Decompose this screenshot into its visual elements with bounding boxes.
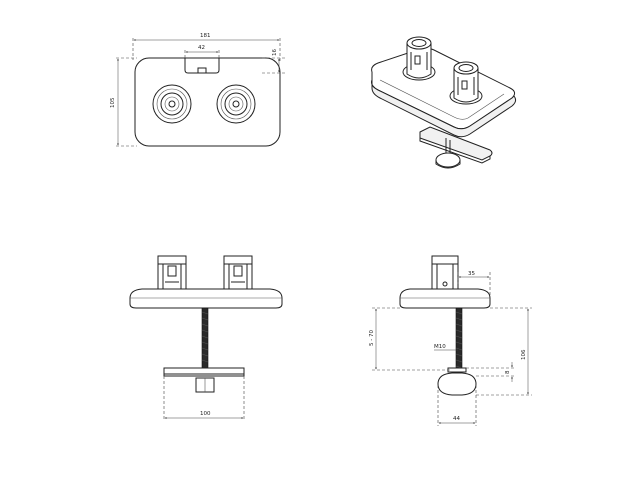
- iso-base-plate-side: [371, 79, 517, 138]
- side-knob: [437, 372, 477, 396]
- clamp-width-dimension: 100: [200, 411, 211, 417]
- iso-left-post: [402, 36, 436, 81]
- width-dimension: 181: [200, 33, 211, 39]
- front-left-post: [157, 255, 187, 290]
- height-dimension: 105: [110, 97, 116, 108]
- top-view: 181 42 16 105: [110, 33, 285, 147]
- top-offset-dimension: 35: [468, 271, 475, 277]
- total-height-dimension: 106: [521, 349, 527, 360]
- isometric-view: [371, 36, 517, 169]
- knob-gap-dimension: 8: [505, 370, 511, 374]
- iso-clamp-bar: [419, 126, 493, 161]
- side-plate: [399, 288, 491, 309]
- base-plate-outline: [134, 57, 281, 147]
- right-post-top: [216, 84, 256, 124]
- iso-knob: [435, 152, 461, 168]
- thread-size-label: M10: [434, 344, 446, 350]
- slot-tab: [197, 67, 207, 74]
- side-post: [431, 255, 459, 290]
- clamp-range-dimension: 5 - 70: [369, 330, 375, 346]
- front-right-post: [223, 255, 253, 290]
- front-plate: [129, 288, 283, 309]
- front-view: 100: [129, 255, 283, 420]
- side-view: 35 5 - 70 M10 106 8 44: [369, 255, 532, 426]
- side-threaded-rod: [455, 307, 463, 373]
- slot-dimension: 42: [198, 45, 205, 51]
- iso-right-post: [449, 61, 483, 105]
- side-clamp-plate: [447, 367, 467, 373]
- edge-dimension: 16: [272, 49, 278, 56]
- knob-width-dimension: 44: [453, 416, 460, 422]
- front-clamp-bar: [163, 367, 245, 375]
- left-post-top: [152, 84, 192, 124]
